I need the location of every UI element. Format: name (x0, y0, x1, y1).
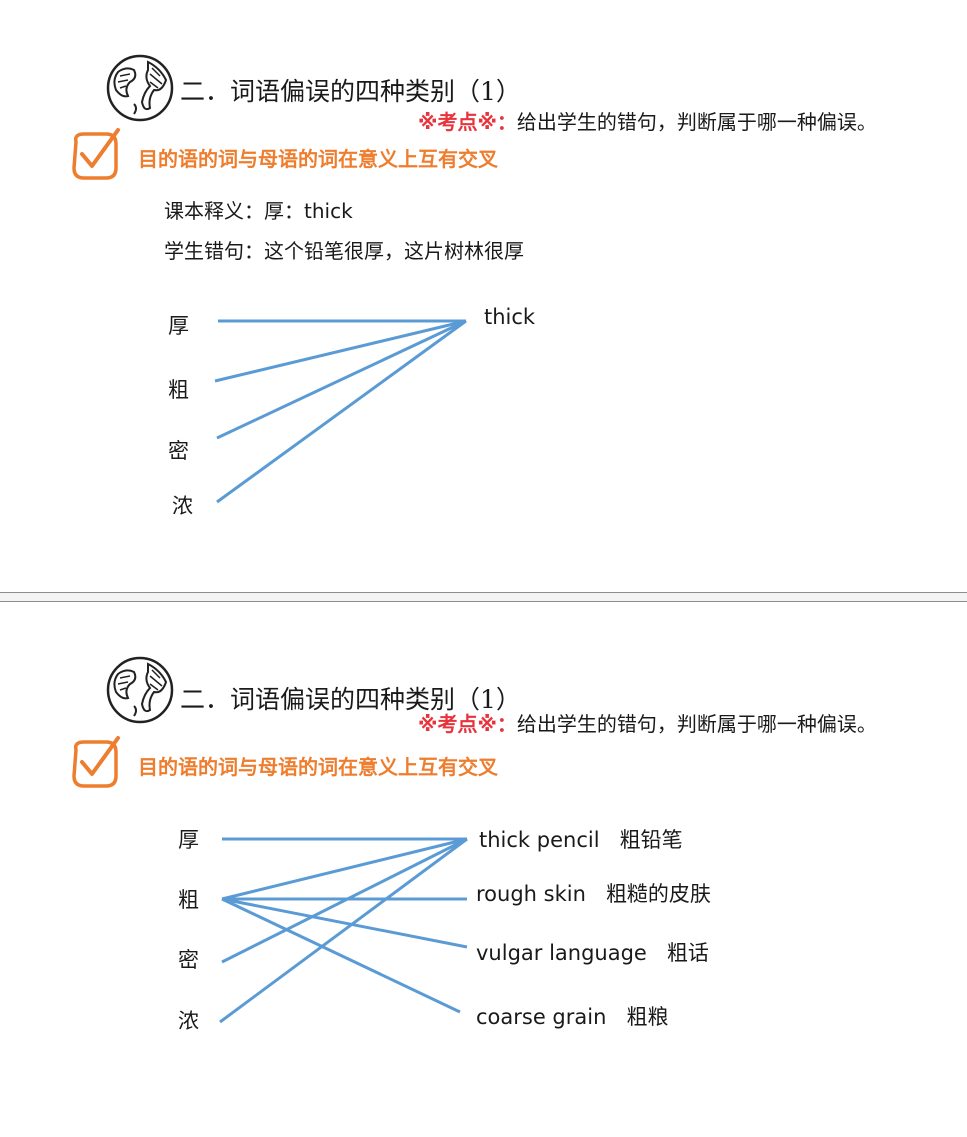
slide-1: 二．词语偏误的四种类别（1） ※考点※：给出学生的错句，判断属于哪一种偏误。 目… (72, 54, 877, 518)
word-hou: 厚 (168, 314, 189, 338)
target-zh: 粗糙的皮肤 (605, 882, 711, 906)
word-nong: 浓 (178, 1009, 199, 1033)
word-nong: 浓 (172, 494, 193, 518)
target-vulgar-language: vulgar language 粗话 (476, 937, 709, 967)
target-en: coarse grain (476, 1005, 607, 1029)
key-point-note: ※考点※：给出学生的错句，判断属于哪一种偏误。 (418, 106, 877, 135)
target-zh: 粗铅笔 (619, 828, 683, 852)
slide-2: 二．词语偏误的四种类别（1） ※考点※：给出学生的错句，判断属于哪一种偏误。 目… (0, 602, 967, 1137)
word-mi: 密 (178, 948, 199, 972)
mapping-lines (214, 319, 467, 504)
textbook-definition: 课本释义：厚：thick (164, 199, 353, 223)
target-en: thick pencil (479, 828, 600, 852)
link-mi-thick (216, 319, 467, 440)
globe-icon (106, 54, 174, 122)
student-error-example: 学生错句：这个铅笔很厚，这片树林很厚 (164, 239, 524, 263)
link-cu-thick (214, 319, 467, 383)
target-zh: 粗粮 (626, 1005, 669, 1029)
section-subtitle: 目的语的词与母语的词在意义上互有交叉 (138, 755, 498, 779)
link-mi-thick-pencil (221, 837, 468, 964)
key-point-label: ※考点※： (418, 712, 517, 736)
word-cu: 粗 (178, 888, 199, 912)
target-en: rough skin (476, 882, 586, 906)
key-point-label: ※考点※： (418, 110, 517, 134)
word-thick: thick (484, 305, 536, 329)
link-cu-coarse-grain (221, 897, 461, 1014)
key-point-text: 给出学生的错句，判断属于哪一种偏误。 (516, 712, 877, 736)
link-nong-thick-pencil (219, 837, 468, 1024)
key-point-text: 给出学生的错句，判断属于哪一种偏误。 (516, 110, 877, 134)
key-point-note: ※考点※：给出学生的错句，判断属于哪一种偏误。 (418, 708, 877, 737)
target-rough-skin: rough skin 粗糙的皮肤 (476, 878, 711, 908)
target-zh: 粗话 (666, 941, 709, 965)
link-nong-thick (216, 319, 467, 504)
page-title: 二．词语偏误的四种类别（1） (180, 685, 521, 714)
section-subtitle: 目的语的词与母语的词在意义上互有交叉 (138, 147, 498, 171)
globe-icon (106, 656, 174, 724)
mapping-lines (219, 837, 468, 1024)
slide-divider (0, 592, 967, 602)
word-hou: 厚 (178, 828, 199, 852)
word-mi: 密 (168, 439, 189, 463)
word-cu: 粗 (168, 378, 189, 402)
link-cu-vulgar-language (221, 897, 468, 949)
checkbox-check-icon (72, 736, 120, 788)
checkbox-check-icon (72, 128, 120, 180)
target-en: vulgar language (476, 941, 647, 965)
target-coarse-grain: coarse grain 粗粮 (476, 1001, 668, 1031)
link-cu-thick-pencil (221, 837, 468, 901)
page-title: 二．词语偏误的四种类别（1） (180, 77, 521, 106)
target-thick-pencil: thick pencil 粗铅笔 (479, 824, 683, 854)
